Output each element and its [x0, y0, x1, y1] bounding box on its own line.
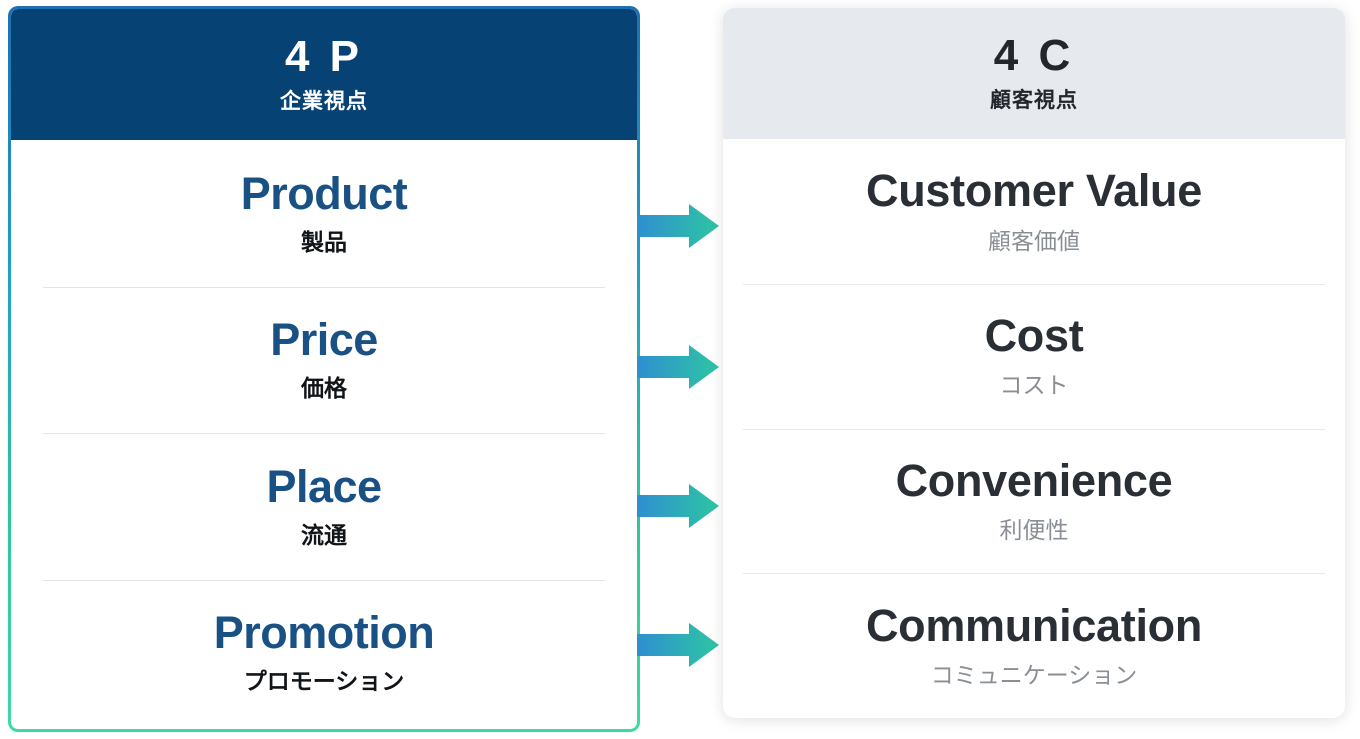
term-en: Customer Value [866, 165, 1202, 217]
list-item-communication[interactable]: Communication コミュニケーション [723, 573, 1345, 718]
arrow-place-to-convenience [637, 484, 719, 528]
panel-4p: 4 P 企業視点 Product 製品 Price 価格 Place 流通 Pr… [8, 6, 640, 732]
panel-4c: 4 C 顧客視点 Customer Value 顧客価値 Cost コスト Co… [723, 8, 1345, 718]
panel-4p-title: 4 P [284, 32, 364, 82]
term-jp: 利便性 [999, 517, 1069, 543]
term-en: Convenience [895, 454, 1173, 506]
panel-4p-body: Product 製品 Price 価格 Place 流通 Promotion プ… [11, 140, 637, 726]
list-item-convenience[interactable]: Convenience 利便性 [723, 428, 1345, 574]
term-jp: コスト [999, 372, 1069, 399]
term-jp: プロモーション [243, 668, 405, 695]
panel-4c-title: 4 C [993, 31, 1075, 81]
panel-4c-subtitle: 顧客視点 [990, 88, 1078, 112]
term-jp: コミュニケーション [930, 661, 1138, 688]
panel-4p-header: 4 P 企業視点 [11, 9, 637, 140]
term-en: Product [240, 167, 408, 219]
list-item-customer-value[interactable]: Customer Value 顧客価値 [723, 139, 1345, 284]
term-jp: 流通 [301, 521, 347, 548]
term-jp: 製品 [301, 228, 347, 255]
term-en: Place [266, 460, 382, 512]
arrow-price-to-cost [637, 345, 719, 389]
arrow-promotion-to-communication [637, 623, 719, 667]
term-en: Price [270, 314, 378, 366]
list-item-price[interactable]: Price 価格 [11, 286, 637, 434]
list-item-promotion[interactable]: Promotion プロモーション [11, 579, 637, 727]
arrow-product-to-customer-value [637, 204, 719, 248]
list-item-product[interactable]: Product 製品 [11, 140, 637, 287]
term-jp: 価格 [301, 375, 347, 402]
list-item-place[interactable]: Place 流通 [11, 433, 637, 580]
panel-4c-header: 4 C 顧客視点 [723, 8, 1345, 139]
panel-4p-subtitle: 企業視点 [280, 89, 368, 113]
term-en: Communication [865, 599, 1203, 651]
term-en: Promotion [213, 607, 435, 659]
term-jp: 顧客価値 [988, 227, 1080, 254]
panel-4c-body: Customer Value 顧客価値 Cost コスト Convenience… [723, 139, 1345, 718]
list-item-cost[interactable]: Cost コスト [723, 283, 1345, 429]
term-en: Cost [984, 310, 1084, 361]
